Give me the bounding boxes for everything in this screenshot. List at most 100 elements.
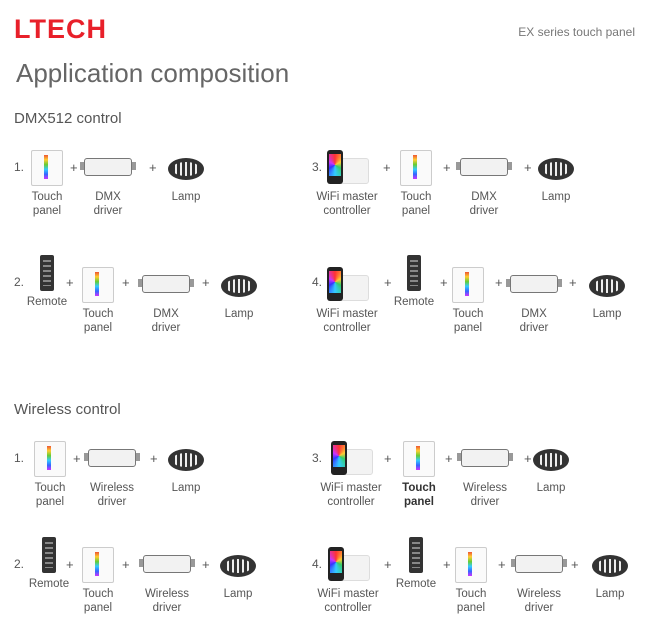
touch-panel-item: Touch panel	[12, 150, 82, 218]
dmx-driver-item: DMX driver	[131, 267, 201, 335]
step-number: 2.	[14, 557, 25, 571]
wireless-driver-item: Wireless driver	[77, 441, 147, 509]
remote-item: Remote	[381, 537, 451, 591]
page-title: Application composition	[16, 58, 290, 88]
remote-icon	[407, 255, 421, 291]
lamp-item: Lamp	[204, 267, 274, 321]
driver-icon	[457, 449, 513, 467]
wireless-driver-item: Wireless driver	[504, 547, 574, 615]
plus-sign: +	[384, 451, 392, 466]
plus-sign: +	[202, 557, 210, 572]
plus-sign: +	[384, 275, 392, 290]
plus-sign: +	[440, 275, 448, 290]
plus-sign: +	[122, 557, 130, 572]
touch-panel-item: Touch panel	[381, 150, 451, 218]
touch-panel-item: Touch panel	[63, 267, 133, 335]
remote-item: Remote	[379, 255, 449, 309]
touch-panel-icon	[452, 267, 484, 303]
touch-panel-item: Touch panel	[433, 267, 503, 335]
plus-sign: +	[149, 160, 157, 175]
plus-sign: +	[122, 275, 130, 290]
dmx-driver-item: DMX driver	[449, 150, 519, 218]
brand-logo: LTECH	[14, 14, 107, 44]
touch-panel-item: Touch panel	[384, 441, 454, 509]
lamp-item: Lamp	[203, 547, 273, 601]
lamp-icon	[538, 158, 574, 180]
step-number: 3.	[312, 451, 323, 465]
section-wireless-title: Wireless control	[14, 401, 121, 418]
lamp-item: Lamp	[151, 150, 221, 204]
dmx-driver-item: DMX driver	[73, 150, 143, 218]
touch-panel-item: Touch panel	[63, 547, 133, 615]
driver-icon	[456, 158, 512, 176]
driver-icon	[511, 555, 567, 573]
touch-panel-icon	[34, 441, 66, 477]
plus-sign: +	[569, 275, 577, 290]
remote-item: Remote	[14, 537, 84, 591]
wifi-controller-item: WiFi master controller	[316, 441, 386, 509]
wifi-controller-icon	[326, 547, 370, 583]
touch-panel-icon	[400, 150, 432, 186]
plus-sign: +	[443, 160, 451, 175]
step-number: 2.	[14, 275, 25, 289]
touch-panel-item: Touch panel	[436, 547, 506, 615]
step-number: 3.	[312, 160, 323, 174]
plus-sign: +	[383, 160, 391, 175]
plus-sign: +	[384, 557, 392, 572]
series-label: EX series touch panel	[518, 25, 635, 39]
touch-panel-item: Touch panel	[15, 441, 85, 509]
step-number: 4.	[312, 275, 323, 289]
wireless-driver-item: Wireless driver	[132, 547, 202, 615]
plus-sign: +	[495, 275, 503, 290]
lamp-icon	[221, 275, 257, 297]
lamp-item: Lamp	[521, 150, 591, 204]
touch-panel-icon	[82, 547, 114, 583]
wifi-controller-item: WiFi master controller	[312, 150, 382, 218]
driver-icon	[138, 275, 194, 293]
driver-icon	[84, 449, 140, 467]
step-number: 4.	[312, 557, 323, 571]
remote-icon	[42, 537, 56, 573]
lamp-icon	[220, 555, 256, 577]
lamp-icon	[589, 275, 625, 297]
plus-sign: +	[498, 557, 506, 572]
plus-sign: +	[524, 451, 532, 466]
step-number: 1.	[14, 451, 25, 465]
section-dmx-title: DMX512 control	[14, 110, 122, 127]
wifi-controller-icon	[329, 441, 373, 477]
lamp-item: Lamp	[572, 267, 642, 321]
lamp-icon	[533, 449, 569, 471]
lamp-item: Lamp	[151, 441, 221, 495]
wifi-controller-item: WiFi master controller	[312, 267, 382, 335]
lamp-item: Lamp	[575, 547, 645, 601]
lamp-item: Lamp	[516, 441, 586, 495]
wifi-controller-item: WiFi master controller	[313, 547, 383, 615]
plus-sign: +	[66, 557, 74, 572]
touch-panel-icon	[31, 150, 63, 186]
wifi-controller-icon	[325, 267, 369, 303]
remote-icon	[409, 537, 423, 573]
driver-icon	[506, 275, 562, 293]
lamp-icon	[168, 449, 204, 471]
lamp-icon	[592, 555, 628, 577]
dmx-driver-item: DMX driver	[499, 267, 569, 335]
plus-sign: +	[202, 275, 210, 290]
plus-sign: +	[66, 275, 74, 290]
plus-sign: +	[70, 160, 78, 175]
plus-sign: +	[443, 557, 451, 572]
touch-panel-icon	[403, 441, 435, 477]
touch-panel-icon	[82, 267, 114, 303]
step-number: 1.	[14, 160, 25, 174]
plus-sign: +	[571, 557, 579, 572]
plus-sign: +	[150, 451, 158, 466]
remote-icon	[40, 255, 54, 291]
wifi-controller-icon	[325, 150, 369, 186]
driver-icon	[80, 158, 136, 176]
plus-sign: +	[73, 451, 81, 466]
remote-item: Remote	[12, 255, 82, 309]
plus-sign: +	[445, 451, 453, 466]
plus-sign: +	[524, 160, 532, 175]
lamp-icon	[168, 158, 204, 180]
driver-icon	[139, 555, 195, 573]
wireless-driver-item: Wireless driver	[450, 441, 520, 509]
